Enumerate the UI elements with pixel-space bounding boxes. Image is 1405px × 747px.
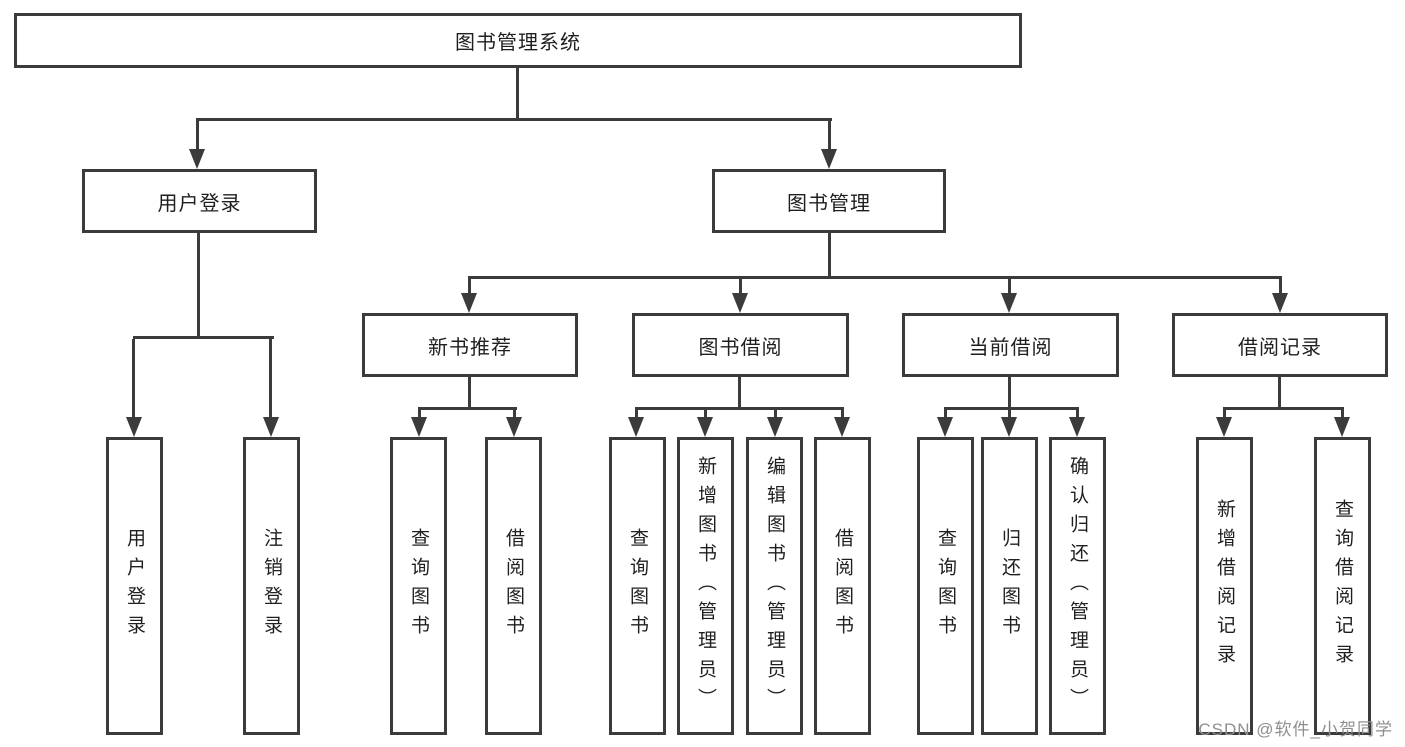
arrow-to-bb-edit (767, 417, 783, 437)
leaf-cb-query-books: 查询图书 (917, 437, 974, 735)
edge-to-current-borrow-shaft (1008, 279, 1011, 295)
arrow-to-br-query (1334, 417, 1350, 437)
leaf-bb-query-books: 查询图书 (609, 437, 666, 735)
node-library-system-label: 图书管理系统 (455, 32, 581, 54)
node-current-borrow: 当前借阅 (902, 313, 1119, 377)
arrow-to-leaf-logout (263, 417, 279, 437)
edge-to-rec-query-shaft (418, 410, 421, 420)
edge-to-br-add-shaft (1223, 410, 1226, 420)
arrow-to-br-add (1216, 417, 1232, 437)
arrow-to-rec-query (411, 417, 427, 437)
leaf-bb-borrow-books-label: 借阅图书 (832, 528, 853, 644)
edge-to-br-query-shaft (1341, 410, 1344, 420)
leaf-bb-borrow-books: 借阅图书 (814, 437, 871, 735)
leaf-br-query-record: 查询借阅记录 (1314, 437, 1371, 735)
arrow-to-borrow-record (1272, 293, 1288, 313)
edge-user-login-stem (197, 233, 200, 339)
leaf-cb-confirm-return-admin: 确认归还（管理员） (1049, 437, 1106, 735)
edge-to-bb-query-shaft (635, 410, 638, 420)
node-book-mgmt: 图书管理 (712, 169, 946, 233)
leaf-cb-confirm-return-admin-label: 确认归还（管理员） (1067, 455, 1088, 717)
edge-to-cb-query-shaft (944, 410, 947, 420)
arrow-to-book-mgmt (821, 149, 837, 169)
edge-current-borrow-crossbar (944, 407, 1079, 410)
edge-new-book-rec-stem (468, 377, 471, 410)
arrow-to-cb-return (1001, 417, 1017, 437)
edge-to-bb-borrow-shaft (841, 410, 844, 420)
edge-borrow-record-crossbar (1223, 407, 1344, 410)
edge-to-new-book-rec-shaft (468, 279, 471, 295)
node-book-borrow: 图书借阅 (632, 313, 849, 377)
node-book-mgmt-label: 图书管理 (787, 192, 871, 215)
leaf-logout: 注销登录 (243, 437, 300, 735)
edge-new-book-rec-crossbar (418, 407, 517, 410)
leaf-user-login: 用户登录 (106, 437, 163, 735)
arrow-to-cb-confirm (1069, 417, 1085, 437)
arrow-to-bb-add (697, 417, 713, 437)
node-book-borrow-label: 图书借阅 (698, 336, 783, 359)
node-user-login-label: 用户登录 (157, 192, 242, 215)
edge-current-borrow-stem (1008, 377, 1011, 410)
leaf-bb-add-books-admin: 新增图书（管理员） (677, 437, 734, 735)
edge-book-mgmt-stem (828, 233, 831, 279)
arrow-to-rec-borrow (506, 417, 522, 437)
edge-to-cb-confirm-shaft (1076, 410, 1079, 420)
leaf-cb-return-books: 归还图书 (981, 437, 1038, 735)
leaf-br-query-record-label: 查询借阅记录 (1332, 499, 1353, 673)
csdn-watermark: CSDN @软件_小贺同学 (1198, 720, 1393, 739)
edge-root-crossbar (196, 118, 832, 121)
arrow-to-current-borrow (1001, 293, 1017, 313)
arrow-to-bb-query (628, 417, 644, 437)
node-new-book-rec-label: 新书推荐 (428, 336, 512, 359)
edge-to-rec-borrow-shaft (513, 410, 516, 420)
node-borrow-record: 借阅记录 (1172, 313, 1388, 377)
node-library-system: 图书管理系统 (14, 13, 1022, 68)
edge-user-login-crossbar (133, 336, 274, 339)
leaf-rec-borrow-books: 借阅图书 (485, 437, 542, 735)
edge-borrow-record-stem (1278, 377, 1281, 410)
edge-to-book-mgmt-shaft (828, 121, 831, 149)
edge-root-stem (516, 68, 519, 121)
arrow-to-bb-borrow (834, 417, 850, 437)
edge-to-book-borrow-shaft (739, 279, 742, 295)
edge-book-mgmt-crossbar (468, 276, 1282, 279)
edge-to-bb-add-shaft (704, 410, 707, 420)
node-current-borrow-label: 当前借阅 (968, 336, 1053, 359)
leaf-bb-query-books-label: 查询图书 (627, 528, 648, 644)
leaf-bb-add-books-admin-label: 新增图书（管理员） (695, 455, 716, 717)
edge-book-borrow-stem (738, 377, 741, 410)
leaf-user-login-label: 用户登录 (124, 528, 145, 644)
edge-to-leaf-user-login-shaft (132, 339, 135, 417)
leaf-bb-edit-books-admin: 编辑图书（管理员） (746, 437, 803, 735)
leaf-rec-query-books: 查询图书 (390, 437, 447, 735)
edge-to-leaf-logout-shaft (269, 339, 272, 417)
leaf-cb-return-books-label: 归还图书 (999, 528, 1020, 644)
leaf-br-add-record-label: 新增借阅记录 (1214, 499, 1235, 673)
node-new-book-rec: 新书推荐 (362, 313, 578, 377)
edge-to-borrow-record-shaft (1279, 279, 1282, 295)
edge-to-cb-return-shaft (1008, 410, 1011, 420)
node-user-login: 用户登录 (82, 169, 317, 233)
arrow-to-user-login (189, 149, 205, 169)
node-borrow-record-label: 借阅记录 (1238, 336, 1322, 359)
leaf-logout-label: 注销登录 (261, 528, 282, 644)
arrow-to-cb-query (937, 417, 953, 437)
arrow-to-leaf-user-login (126, 417, 142, 437)
leaf-br-add-record: 新增借阅记录 (1196, 437, 1253, 735)
edge-to-user-login-shaft (196, 121, 199, 149)
leaf-cb-query-books-label: 查询图书 (935, 528, 956, 644)
leaf-bb-edit-books-admin-label: 编辑图书（管理员） (764, 455, 785, 717)
edge-to-bb-edit-shaft (774, 410, 777, 420)
arrow-to-new-book-rec (461, 293, 477, 313)
leaf-rec-borrow-books-label: 借阅图书 (503, 528, 524, 644)
arrow-to-book-borrow (732, 293, 748, 313)
edge-book-borrow-crossbar (635, 407, 844, 410)
leaf-rec-query-books-label: 查询图书 (408, 528, 429, 644)
